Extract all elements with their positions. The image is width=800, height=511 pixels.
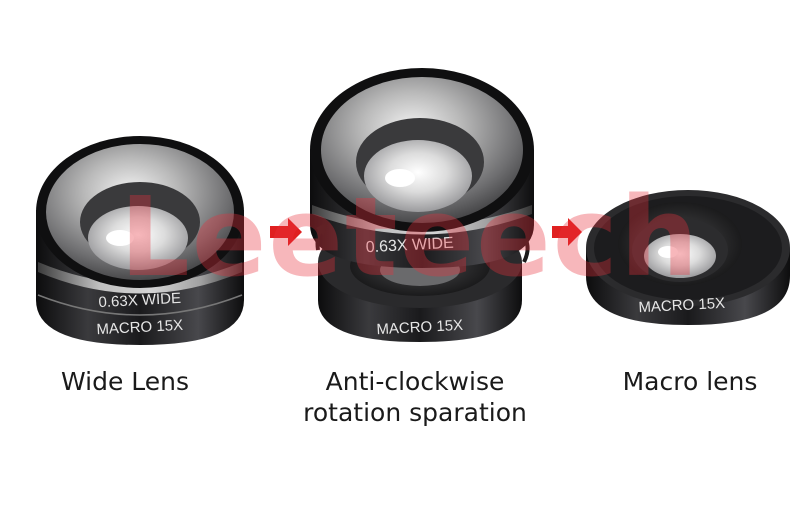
- separated-lens-upper-ring-text: 0.63X WIDE: [365, 235, 454, 257]
- caption-wide-lens: Wide Lens: [40, 366, 210, 397]
- rotation-arrowhead-icon: [316, 222, 328, 236]
- watermark: Leeteech: [120, 173, 701, 301]
- right-arrow-icon: [552, 218, 582, 246]
- separated-lens: MACRO 15X 0.63X WIDE: [310, 68, 534, 342]
- wide-lens-lower-ring-text: MACRO 15X: [96, 317, 183, 339]
- caption-macro-lens: Macro lens: [600, 366, 780, 397]
- caption-separation-line-1: Anti-clockwise: [325, 367, 505, 396]
- caption-separation-line-2: rotation sparation: [303, 398, 527, 427]
- right-arrow-icon: [270, 218, 302, 246]
- macro-lens-ring-text: MACRO 15X: [638, 295, 725, 317]
- separated-lens-lower-ring-text: MACRO 15X: [376, 317, 463, 339]
- lens-product-photo: 0.63X WIDE MACRO 15X MACRO 15X 0.63X WID…: [36, 68, 790, 345]
- wide-lens-upper-ring-text: 0.63X WIDE: [98, 290, 181, 311]
- macro-lens: MACRO 15X: [586, 190, 790, 325]
- caption-wide-lens-text: Wide Lens: [60, 367, 190, 396]
- wide-lens: 0.63X WIDE MACRO 15X: [36, 136, 244, 345]
- caption-separation: Anti-clockwise rotation sparation: [270, 366, 560, 428]
- caption-macro-lens-text: Macro lens: [622, 367, 758, 396]
